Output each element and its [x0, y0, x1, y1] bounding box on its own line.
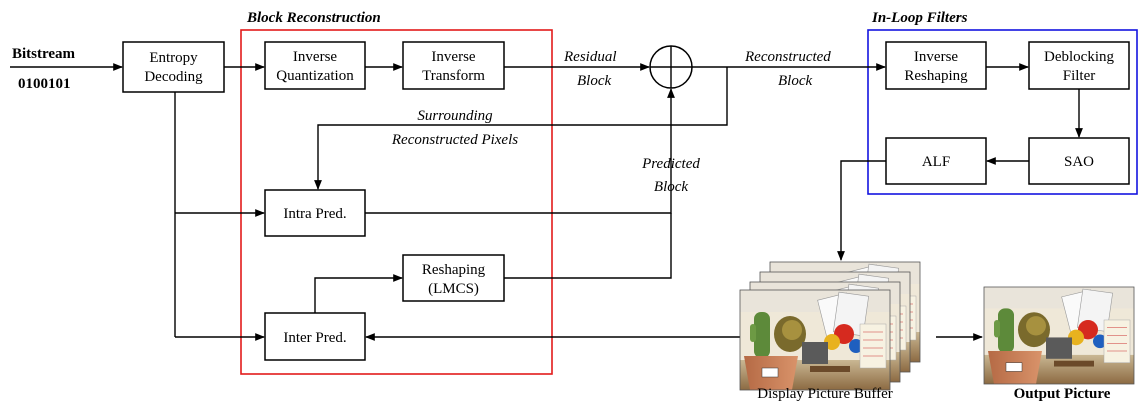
- reconstructed-block-label-2: Block: [778, 73, 812, 89]
- entropy-decoding-block: Entropy Decoding: [122, 41, 225, 93]
- inverse-transform-label-2: Transform: [422, 68, 485, 84]
- reshaping-lmcs-block: Reshaping (LMCS): [402, 254, 505, 302]
- predicted-block-label-2: Block: [654, 179, 688, 195]
- reshaped-prediction-line: [504, 213, 672, 279]
- output-picture: [983, 286, 1135, 385]
- residual-block-label-1: Residual: [563, 49, 617, 65]
- block-reconstruction-frame: [240, 29, 553, 375]
- surrounding-pixels-label-1: Surrounding: [417, 108, 493, 124]
- intra-prediction-arrow: [365, 88, 675, 214]
- inverse-quantization-label-2: Quantization: [276, 68, 354, 84]
- deblocking-filter-block: Deblocking Filter: [1028, 41, 1130, 90]
- sao-block: SAO: [1028, 137, 1130, 185]
- intra-pred-block: Intra Pred.: [264, 189, 366, 237]
- sao-label: SAO: [1064, 154, 1094, 170]
- alf-block: ALF: [885, 137, 987, 185]
- inverse-transform-block: Inverse Transform: [402, 41, 505, 90]
- deblocking-filter-label-2: Filter: [1063, 68, 1096, 84]
- alf-to-dpb-arrow: [837, 160, 886, 261]
- summation-node: [649, 45, 693, 89]
- intra-pred-label: Intra Pred.: [283, 206, 346, 222]
- in-loop-filters-title: In-Loop Filters: [871, 10, 968, 26]
- reconstructed-block-label-1: Reconstructed: [744, 49, 831, 65]
- surrounding-pixels-arrow: [314, 67, 728, 190]
- alf-label: ALF: [922, 154, 950, 170]
- bitstream-label: Bitstream: [12, 46, 76, 62]
- inter-pred-block: Inter Pred.: [264, 312, 366, 361]
- surrounding-pixels-label-2: Reconstructed Pixels: [391, 132, 518, 148]
- inverse-reshaping-label-2: Reshaping: [904, 68, 968, 84]
- entropy-decoding-label-1: Entropy: [149, 50, 198, 66]
- inverse-quantization-block: Inverse Quantization: [264, 41, 366, 90]
- in-loop-filters-frame: [867, 29, 1138, 195]
- display-picture-buffer-label: Display Picture Buffer: [757, 386, 893, 402]
- display-picture-buffer: [739, 261, 921, 391]
- inverse-reshaping-label-1: Inverse: [914, 49, 958, 65]
- inverse-transform-label-1: Inverse: [431, 49, 475, 65]
- inter-pred-label: Inter Pred.: [283, 330, 346, 346]
- reshaping-lmcs-label-1: Reshaping: [422, 262, 486, 278]
- block-reconstruction-title: Block Reconstruction: [246, 10, 381, 26]
- inter-to-reshaping-arrow: [314, 274, 403, 313]
- dpb-frame-0: [739, 289, 891, 391]
- inverse-reshaping-block: Inverse Reshaping: [885, 41, 987, 90]
- predicted-block-label-1: Predicted: [641, 156, 700, 172]
- bitstream-bits: 0100101: [18, 76, 71, 92]
- inverse-quantization-label-1: Inverse: [293, 49, 337, 65]
- entropy-decoding-label-2: Decoding: [144, 69, 203, 85]
- residual-block-label-2: Block: [577, 73, 611, 89]
- deblocking-filter-label-1: Deblocking: [1044, 49, 1114, 65]
- output-picture-label: Output Picture: [1014, 386, 1111, 402]
- reshaping-lmcs-label-2: (LMCS): [428, 281, 479, 297]
